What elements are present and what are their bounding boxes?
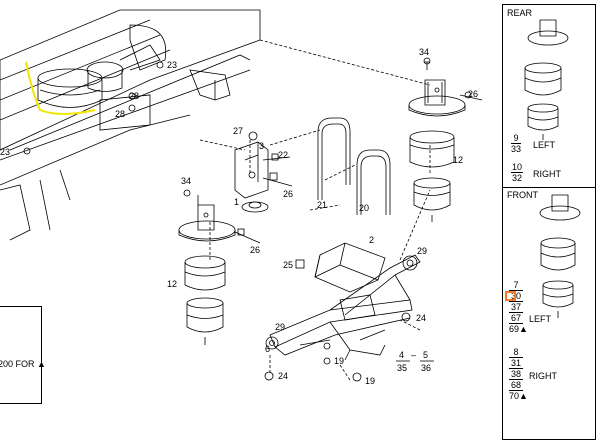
- fraction-4-35-5-36: 4 35 – 5 36: [396, 350, 434, 373]
- callout-1: 1: [234, 197, 239, 207]
- callout-34: 34: [181, 176, 191, 186]
- callout-2: 2: [369, 235, 374, 245]
- svg-text:35: 35: [397, 363, 407, 373]
- svg-text:4: 4: [399, 350, 404, 360]
- u-bolt-21: [317, 117, 351, 200]
- bolt-26b: [262, 172, 293, 187]
- callout-12: 12: [167, 279, 177, 289]
- callout-19: 19: [365, 376, 375, 386]
- u-bolt-20: [356, 149, 391, 215]
- rear-left-label: LEFT: [533, 140, 556, 150]
- callout-19: 19: [334, 356, 344, 366]
- left-note-text: 200 FOR ▲: [0, 359, 46, 369]
- front-left-parts: 7 30 37 67 69▲: [509, 280, 528, 334]
- rear-left-fraction: 9 33: [511, 133, 522, 154]
- front-right-label: RIGHT: [529, 371, 557, 381]
- rear-title: REAR: [507, 8, 533, 18]
- callout-26: 26: [250, 245, 260, 255]
- callout-26: 26: [468, 89, 478, 99]
- callout-24: 24: [278, 371, 288, 381]
- bracket-3: [234, 141, 269, 199]
- axle-beam: [265, 254, 421, 361]
- fasteners: [23, 57, 483, 382]
- rear-right-fraction: 10 32: [511, 162, 524, 183]
- callout-12: 12: [453, 155, 463, 165]
- washer-1: [241, 201, 269, 213]
- front-upper-bracket: [178, 195, 236, 242]
- callout-20: 20: [359, 203, 369, 213]
- callout-29: 29: [417, 246, 427, 256]
- front-piston: [186, 297, 224, 345]
- callout-34: 34: [419, 47, 429, 57]
- callout-28: 28: [115, 109, 125, 119]
- rear-air-spring-12: [409, 130, 455, 168]
- svg-text:5: 5: [423, 350, 428, 360]
- callout-23: 23: [167, 60, 177, 70]
- svg-text:36: 36: [421, 363, 431, 373]
- svg-text:–: –: [411, 350, 416, 360]
- callout-26: 26: [283, 189, 293, 199]
- front-air-spring-12: [184, 255, 226, 291]
- highlight-curve: [25, 61, 96, 115]
- side-divider: [503, 187, 595, 188]
- callout-28: 28: [129, 91, 139, 101]
- callout-21: 21: [317, 200, 327, 210]
- callout-24: 24: [416, 313, 426, 323]
- callout-25: 25: [283, 260, 293, 270]
- chassis-frame: [0, 9, 261, 241]
- front-left-label: LEFT: [529, 314, 552, 324]
- callout-3: 3: [259, 141, 264, 151]
- front-title: FRONT: [507, 190, 538, 200]
- bolt-22: [262, 153, 291, 161]
- callout-22: 22: [278, 150, 288, 160]
- highlight-marker: [505, 291, 516, 301]
- left-note-box: 200 FOR ▲: [0, 306, 46, 404]
- rear-upper-bracket: [408, 61, 466, 117]
- side-panel: REAR 9 33 LEFT 10 32 RIGHT FRONT 7 30 37…: [502, 4, 596, 440]
- bolt-26c: [234, 228, 261, 244]
- callout-23: 23: [0, 147, 10, 157]
- callout-6: 6: [265, 344, 270, 354]
- side-rear-parts: [524, 19, 569, 140]
- callout-27: 27: [233, 126, 243, 136]
- front-right-parts: 8 31 38 68 70▲: [509, 347, 528, 401]
- chassis-air-spring: [37, 44, 161, 108]
- rear-piston: [413, 177, 451, 222]
- callout-29: 29: [275, 322, 285, 332]
- rear-right-label: RIGHT: [533, 169, 561, 179]
- spring-pad-2: [314, 242, 386, 293]
- side-front-parts: [539, 194, 581, 318]
